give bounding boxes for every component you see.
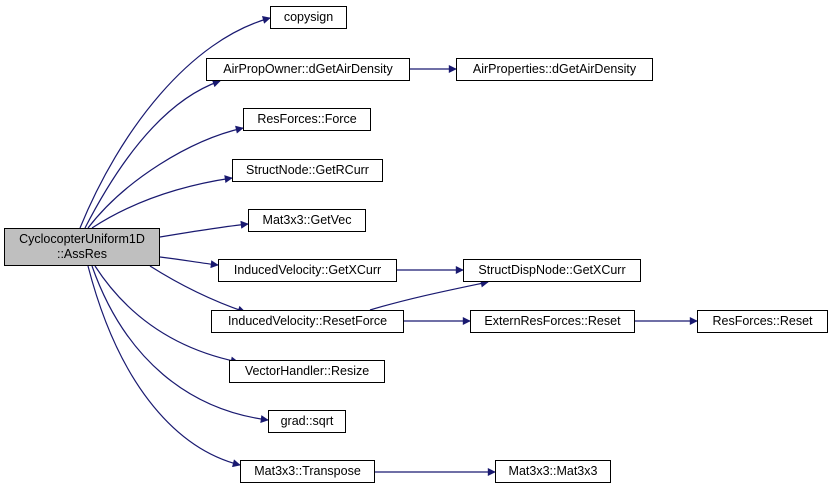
node-cyclocopter-assres-line-1: CyclocopterUniform1D [19,232,145,246]
node-grad-sqrt-label: grad::sqrt [280,414,334,428]
edge-assres-grad-sqrt [91,265,269,424]
node-induced-resetforce-label: InducedVelocity::ResetForce [227,314,388,328]
edge-assres-airpropowner [84,79,221,229]
node-mat3x3-transpose-label: Mat3x3::Transpose [254,464,361,478]
edge-assres-resforces-force [87,125,244,229]
node-mat3x3-ctor-label: Mat3x3::Mat3x3 [508,464,598,478]
node-structdispnode-label: StructDispNode::GetXCurr [478,263,626,277]
node-resforces-reset-label: ResForces::Reset [712,314,813,328]
node-mat3x3-ctor[interactable]: Mat3x3::Mat3x3 [495,460,611,483]
edge-assres-structnode [91,175,233,229]
node-airproperties-label: AirProperties::dGetAirDensity [472,62,637,76]
edge-assres-getvec [159,220,249,238]
node-vectorhandler-label: VectorHandler::Resize [244,364,370,378]
edge-induced-reset-sdn [369,279,489,311]
node-inducedvelocity-getxcurr[interactable]: InducedVelocity::GetXCurr [218,259,397,282]
node-resforces-force[interactable]: ResForces::Force [243,108,371,131]
node-resforces-force-label: ResForces::Force [257,112,357,126]
node-airpropowner-label: AirPropOwner::dGetAirDensity [223,62,393,76]
node-copysign-label: copysign [283,10,334,24]
edge-assres-transpose [87,265,241,468]
edge-assres-copysign [79,16,271,229]
node-externresforces-label: ExternResForces::Reset [484,314,621,328]
node-resforces-reset[interactable]: ResForces::Reset [697,310,828,333]
edge-assres-induced-reset [149,265,246,314]
node-mat3x3-getvec[interactable]: Mat3x3::GetVec [248,209,366,232]
node-airpropowner-dgetairdensity[interactable]: AirPropOwner::dGetAirDensity [206,58,410,81]
edge-assres-induced-getxcurr [159,256,219,269]
node-cyclocopter-assres-line-2: ::AssRes [56,247,107,261]
node-structnode-label: StructNode::GetRCurr [246,163,369,177]
node-externresforces-reset[interactable]: ExternResForces::Reset [470,310,635,333]
node-structnode-getrcurr[interactable]: StructNode::GetRCurr [232,159,383,182]
node-vectorhandler-resize[interactable]: VectorHandler::Resize [229,360,385,383]
node-inducedvelocity-resetforce[interactable]: InducedVelocity::ResetForce [211,310,404,333]
node-grad-sqrt[interactable]: grad::sqrt [268,410,346,433]
node-induced-getxcurr-label: InducedVelocity::GetXCurr [233,263,382,277]
node-structdispnode-getxcurr[interactable]: StructDispNode::GetXCurr [463,259,641,282]
node-copysign[interactable]: copysign [270,6,347,29]
edge-assres-vectorhandler [94,265,239,365]
node-airproperties-dgetairdensity[interactable]: AirProperties::dGetAirDensity [456,58,653,81]
node-mat3x3-transpose[interactable]: Mat3x3::Transpose [240,460,375,483]
node-cyclocopter-assres[interactable]: CyclocopterUniform1D ::AssRes [4,228,160,266]
node-mat3x3-getvec-label: Mat3x3::GetVec [262,213,352,227]
